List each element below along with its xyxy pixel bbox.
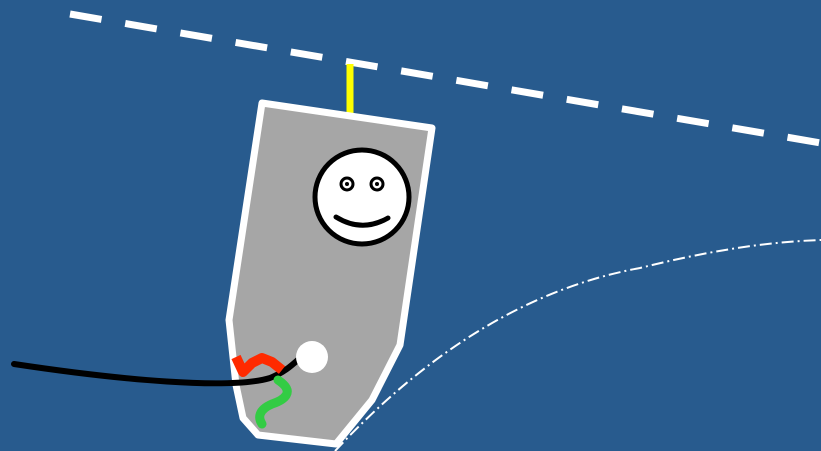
smiley-face-icon (315, 150, 409, 244)
smiley-left-pupil (345, 182, 349, 186)
smiley-right-pupil (375, 182, 379, 186)
white-ball[interactable] (296, 341, 328, 373)
smiley-face-outline (315, 150, 409, 244)
